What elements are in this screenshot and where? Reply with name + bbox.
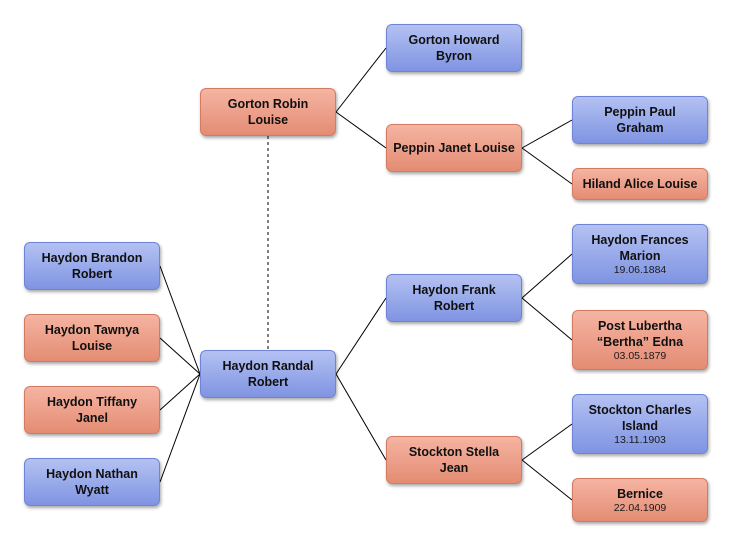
person-date: 03.05.1879 (613, 350, 667, 362)
person-gorton-howard[interactable]: Gorton Howard Byron (386, 24, 522, 72)
person-haydon-nathan[interactable]: Haydon Nathan Wyatt (24, 458, 160, 506)
connector-line (521, 297, 573, 341)
person-haydon-tawnya[interactable]: Haydon Tawnya Louise (24, 314, 160, 362)
connector-line (159, 265, 201, 375)
person-peppin-janet[interactable]: Peppin Janet Louise (386, 124, 522, 172)
person-name: Peppin Janet Louise (393, 141, 515, 155)
connector-line (159, 373, 201, 483)
connector-line (159, 373, 201, 411)
connector-line (335, 297, 387, 375)
person-gorton-robin[interactable]: Gorton Robin Louise (200, 88, 336, 136)
connector-line (521, 147, 573, 185)
person-name: Gorton Howard Byron (408, 33, 500, 63)
person-haydon-brandon[interactable]: Haydon Brandon Robert (24, 242, 160, 290)
person-date: 13.11.1903 (614, 434, 666, 446)
person-name: Haydon Brandon Robert (41, 251, 143, 281)
person-bernice[interactable]: Bernice 22.04.1909 (572, 478, 708, 522)
person-peppin-paul[interactable]: Peppin Paul Graham (572, 96, 708, 144)
connector-line (521, 253, 573, 299)
connector-line (521, 119, 573, 149)
person-name: Peppin Paul Graham (604, 105, 676, 135)
person-haydon-frances[interactable]: Haydon Frances Marion 19.06.1884 (572, 224, 708, 284)
person-name: Haydon Randal Robert (222, 359, 314, 389)
person-date: 19.06.1884 (613, 264, 667, 276)
person-name: Haydon Tawnya Louise (44, 323, 140, 353)
person-name: Post Lubertha “Bertha” Edna (596, 319, 684, 349)
connector-line (159, 337, 201, 375)
person-name: Bernice (617, 487, 663, 501)
person-name: Gorton Robin Louise (227, 97, 309, 127)
person-stockton-charles[interactable]: Stockton Charles Island 13.11.1903 (572, 394, 708, 454)
connector-line (335, 111, 387, 149)
connector-line (335, 373, 387, 461)
person-name: Haydon Frank Robert (412, 283, 496, 313)
person-name: Haydon Frances Marion (591, 233, 689, 263)
person-name: Stockton Stella Jean (408, 445, 500, 475)
person-date: 22.04.1909 (613, 502, 667, 514)
person-name: Stockton Charles Island (588, 403, 692, 433)
person-stockton-stella[interactable]: Stockton Stella Jean (386, 436, 522, 484)
connector-line (521, 423, 573, 461)
person-name: Haydon Nathan Wyatt (46, 467, 138, 497)
person-post-lubertha[interactable]: Post Lubertha “Bertha” Edna 03.05.1879 (572, 310, 708, 370)
connector-line (521, 459, 573, 501)
person-name: Haydon Tiffany Janel (46, 395, 138, 425)
person-haydon-tiffany[interactable]: Haydon Tiffany Janel (24, 386, 160, 434)
connector-line (335, 47, 387, 113)
person-haydon-frank[interactable]: Haydon Frank Robert (386, 274, 522, 322)
person-haydon-randal[interactable]: Haydon Randal Robert (200, 350, 336, 398)
person-hiland-alice[interactable]: Hiland Alice Louise (572, 168, 708, 200)
person-name: Hiland Alice Louise (582, 177, 698, 191)
